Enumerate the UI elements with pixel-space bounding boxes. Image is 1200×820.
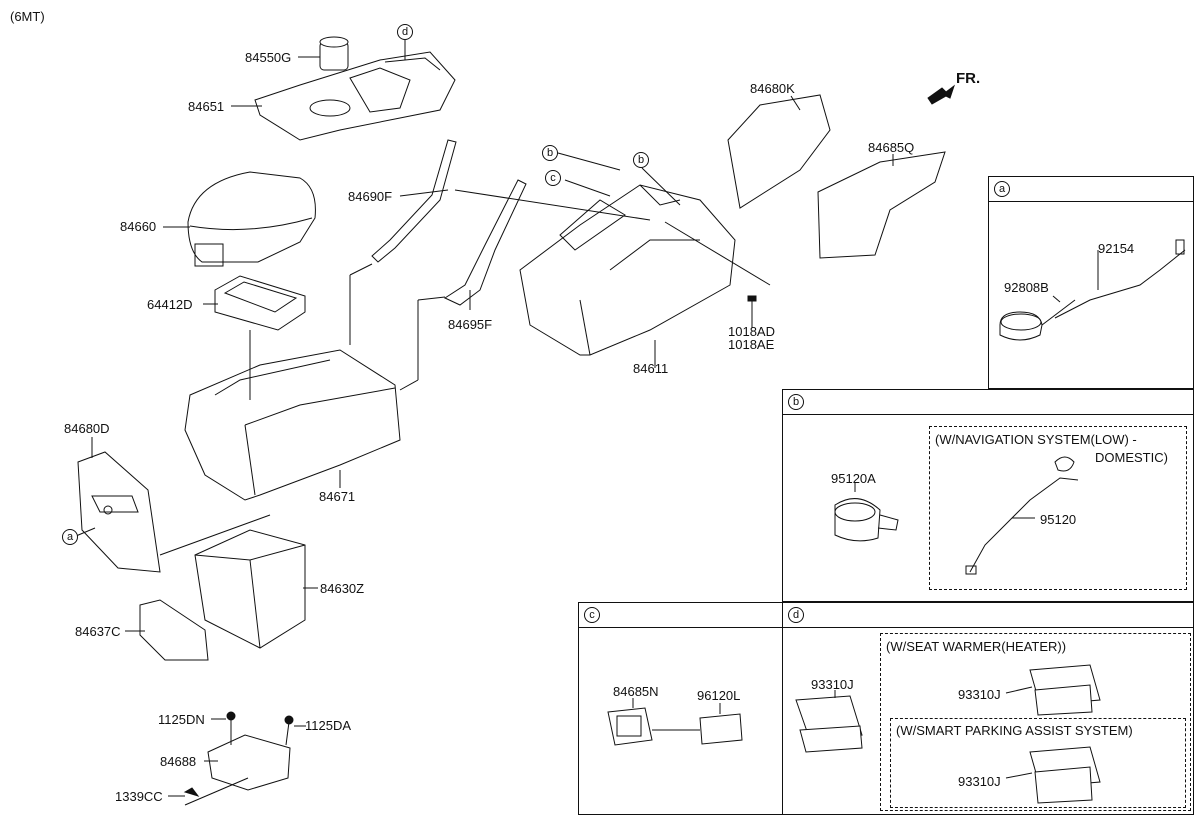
option-navigation-line1: (W/NAVIGATION SYSTEM(LOW) - (935, 432, 1137, 447)
callout-b-right: b (633, 152, 649, 168)
part-84651: 84651 (188, 99, 225, 114)
part-1018AE: 1018AE (728, 337, 775, 352)
callout-c: c (545, 170, 561, 186)
part-92808B: 92808B (1004, 280, 1049, 295)
shift-cover-drawing (254, 51, 456, 141)
part-93310J: 93310J (811, 677, 854, 692)
rear-cover-drawing (77, 451, 161, 573)
part-84630Z: 84630Z (320, 581, 365, 596)
main-console-drawing (519, 184, 736, 356)
part-84550G: 84550G (245, 50, 292, 65)
part-1125DN: 1125DN (158, 712, 205, 727)
part-93310J-seat-warmer: 93310J (958, 687, 1001, 702)
callout-d: d (397, 24, 413, 40)
detail-panel-c: c 84685N 96120L (578, 602, 783, 815)
side-panel-q-drawing (817, 151, 946, 259)
panel-d-drawing (795, 664, 1101, 804)
armrest-drawing (187, 171, 316, 267)
panel-b-header: b (783, 390, 1193, 415)
part-1018AD: 1018AD (728, 324, 775, 339)
part-84688: 84688 (160, 754, 197, 769)
part-84680K: 84680K (750, 81, 795, 96)
part-95120: 95120 (1040, 512, 1077, 527)
variant-label: (6MT) (10, 9, 45, 24)
panel-b-drawing (834, 456, 1079, 575)
bracket-drawing (139, 599, 209, 661)
console-body-drawing (184, 349, 401, 501)
part-1339CC: 1339CC (115, 789, 163, 804)
bracket-84688-drawing (183, 711, 294, 797)
part-84680D: 84680D (64, 421, 110, 436)
part-64412D: 64412D (147, 297, 193, 312)
screw-drawing (747, 295, 757, 322)
part-92154: 92154 (1098, 241, 1135, 256)
part-93310J-smart-parking: 93310J (958, 774, 1001, 789)
part-1125DA: 1125DA (305, 718, 352, 733)
garnish-strips-drawing (371, 139, 527, 306)
part-84611: 84611 (633, 361, 669, 376)
panel-d-key: d (788, 607, 804, 623)
panel-d-option-outer: (W/SEAT WARMER(HEATER)) 93310J (W/SMART … (880, 633, 1191, 811)
panel-b-key: b (788, 394, 804, 410)
tray-drawing (214, 275, 306, 331)
detail-panel-d: d 93310J (W/SEAT WARMER(HEATER)) 93310J … (782, 602, 1194, 815)
option-navigation-line2: DOMESTIC) (1095, 450, 1168, 465)
part-95120A: 95120A (831, 471, 876, 486)
detail-panel-b: b 95120A (W/NAVIGATION SYSTEM(LOW) - DOM… (782, 389, 1194, 602)
callout-b-left: b (542, 145, 558, 161)
panel-c-drawing (607, 698, 743, 746)
detail-panel-a: a 92154 92808B (988, 176, 1194, 389)
panel-c-header: c (579, 603, 782, 628)
part-84671: 84671 (319, 489, 356, 504)
front-marker: FR. (956, 70, 981, 87)
option-seat-warmer: (W/SEAT WARMER(HEATER)) (886, 639, 1067, 654)
callout-a: a (62, 529, 78, 545)
leader-lines (75, 40, 894, 806)
panel-b-option-box: (W/NAVIGATION SYSTEM(LOW) - DOMESTIC) 95… (929, 426, 1187, 590)
panel-d-header: d (783, 603, 1193, 628)
part-84690F: 84690F (348, 189, 393, 204)
part-84637C: 84637C (75, 624, 121, 639)
panel-d-option-inner: (W/SMART PARKING ASSIST SYSTEM) 93310J (890, 718, 1186, 808)
panel-a-drawing (999, 239, 1186, 341)
part-84685Q: 84685Q (868, 140, 915, 155)
panel-c-key: c (584, 607, 600, 623)
option-smart-parking: (W/SMART PARKING ASSIST SYSTEM) (896, 723, 1133, 738)
part-84685N: 84685N (613, 684, 659, 699)
front-arrow-shape (927, 84, 955, 105)
part-84660: 84660 (120, 219, 157, 234)
part-84695F: 84695F (448, 317, 493, 332)
part-96120L: 96120L (697, 688, 741, 703)
side-panel-k-drawing (727, 94, 831, 209)
panel-a-key: a (994, 181, 1010, 197)
panel-a-header: a (989, 177, 1193, 202)
storage-box-drawing (194, 529, 306, 649)
cup-holder-drawing (319, 36, 349, 71)
